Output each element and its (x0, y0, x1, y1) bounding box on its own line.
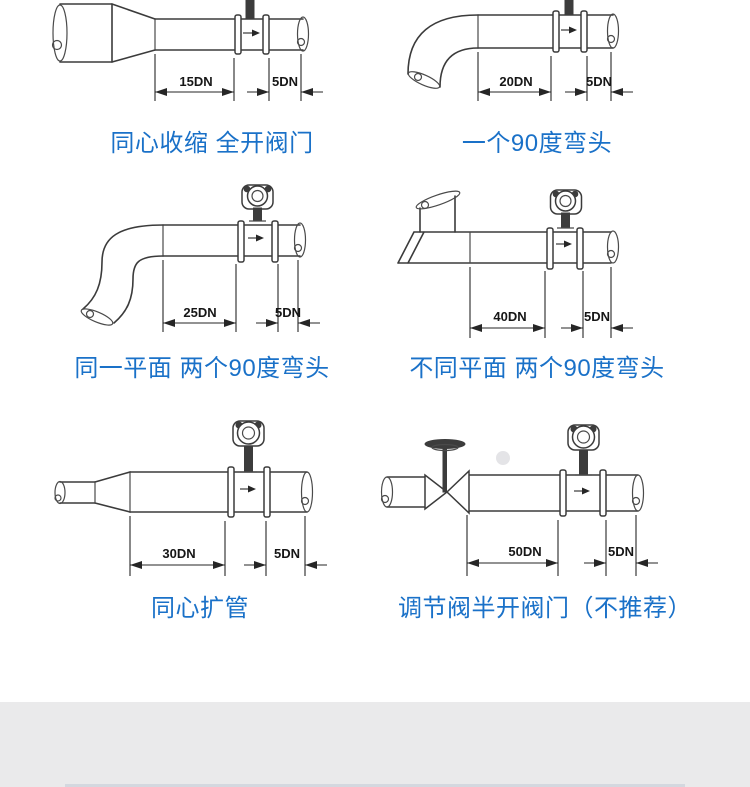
pipe-break-icon (407, 71, 441, 89)
flowmeter-icon (227, 420, 271, 518)
flowmeter-stem (244, 445, 253, 473)
flowmeter-stem (564, 0, 574, 16)
flowmeter-stem (253, 207, 262, 222)
figure-caption: 同一平面 两个90度弯头 (74, 355, 330, 382)
flange (576, 227, 584, 270)
flange (227, 466, 235, 518)
downstream-dimension-label: 5DN (584, 309, 610, 324)
dimension-annotations: 15DN 5DN (154, 54, 323, 101)
flange (599, 469, 607, 517)
sensor-head-ring (246, 185, 269, 207)
pipe-break-icon (296, 16, 310, 52)
upstream-dimension-label: 30DN (162, 546, 195, 561)
pipe-break-icon (80, 308, 114, 326)
pipe-drawing (54, 471, 314, 513)
regulating-valve-icon (424, 439, 470, 515)
pipe-break-icon (606, 230, 620, 264)
pipe-break-icon (54, 480, 66, 505)
flange (552, 10, 560, 53)
dimension-annotations: 50DN 5DN (466, 515, 658, 576)
dimension-annotations: 25DN 5DN (162, 260, 320, 332)
diagram-regulating-valve-half-open: 50DN 5DN (380, 424, 658, 576)
flowmeter-icon (237, 184, 279, 263)
upstream-dimension-label: 20DN (499, 74, 532, 89)
valve-stem (442, 445, 447, 493)
flow-direction-arrow-icon (240, 485, 256, 493)
flow-direction-arrow-icon (243, 29, 260, 37)
pipe-break-icon (606, 13, 620, 49)
sensor-head-ring (571, 425, 596, 449)
pipe-break-icon (293, 222, 307, 258)
pipe-break-icon (300, 471, 314, 513)
upstream-dimension-label: 40DN (493, 309, 526, 324)
downstream-dimension-label: 5DN (274, 546, 300, 561)
figure-caption: 调节阀半开阀门（不推荐） (398, 595, 692, 622)
flange (559, 469, 567, 517)
flange (234, 14, 242, 55)
figure-caption: 不同平面 两个90度弯头 (409, 355, 665, 382)
diagram-concentric-reduction: 15DN 5DN (51, 0, 323, 101)
pipe-drawing (407, 13, 620, 89)
pipe-break-icon (52, 4, 68, 62)
pipe-break-icon (631, 474, 645, 512)
flowmeter-stem (561, 212, 570, 229)
flow-direction-arrow-icon (556, 240, 572, 248)
downstream-dimension-label: 5DN (275, 305, 301, 320)
figure-caption: 同心收缩 全开阀门 (110, 130, 314, 157)
pipe-drawing (80, 222, 307, 326)
figure-caption: 同心扩管 (151, 595, 249, 622)
figure-caption: 一个90度弯头 (461, 130, 613, 157)
upstream-dimension-label: 50DN (508, 544, 541, 559)
pipe-drawing (380, 474, 645, 512)
flowmeter-stem (579, 449, 588, 476)
sensor-head-ring (236, 421, 261, 445)
downstream-dimension-label: 5DN (608, 544, 634, 559)
flange (237, 220, 245, 263)
flowmeter-icon (552, 0, 588, 53)
upstream-dimension-label: 25DN (183, 305, 216, 320)
pipe-break-icon (415, 190, 461, 210)
dimension-annotations: 20DN 5DN (477, 52, 633, 101)
flowmeter-icon (234, 0, 270, 55)
flow-direction-arrow-icon (574, 487, 590, 495)
flange (263, 466, 271, 518)
flowmeter-icon (559, 424, 607, 517)
valve-body (445, 469, 470, 515)
diagram-single-90-elbow: 20DN 5DN (407, 0, 633, 101)
flange (580, 10, 588, 53)
flowmeter-stem (245, 0, 255, 20)
watermark-dot (496, 451, 510, 465)
pipe-drawing (51, 3, 310, 63)
flange (546, 227, 554, 270)
bottom-gray-band (0, 702, 750, 787)
flow-direction-arrow-icon (248, 234, 264, 242)
diagram-two-90-elbows-different-plane: 40DN 5DN (397, 189, 633, 338)
pipe-drawing (397, 190, 620, 264)
downstream-dimension-label: 5DN (272, 74, 298, 89)
upstream-dimension-label: 15DN (179, 74, 212, 89)
pipe-break-icon (380, 476, 394, 508)
flange (262, 14, 270, 55)
diagram-concentric-expansion: 30DN 5DN (54, 420, 327, 576)
flowmeter-icon (546, 189, 584, 270)
valve-body (424, 473, 449, 511)
flange (271, 220, 279, 263)
dimension-annotations: 40DN 5DN (469, 267, 633, 338)
sensor-head-ring (554, 190, 577, 212)
dimension-annotations: 30DN 5DN (129, 516, 327, 576)
flow-direction-arrow-icon (561, 26, 577, 34)
diagram-two-90-elbows-same-plane: 25DN 5DN (80, 184, 320, 332)
footer-edge-bar (65, 784, 685, 787)
downstream-dimension-label: 5DN (586, 74, 612, 89)
